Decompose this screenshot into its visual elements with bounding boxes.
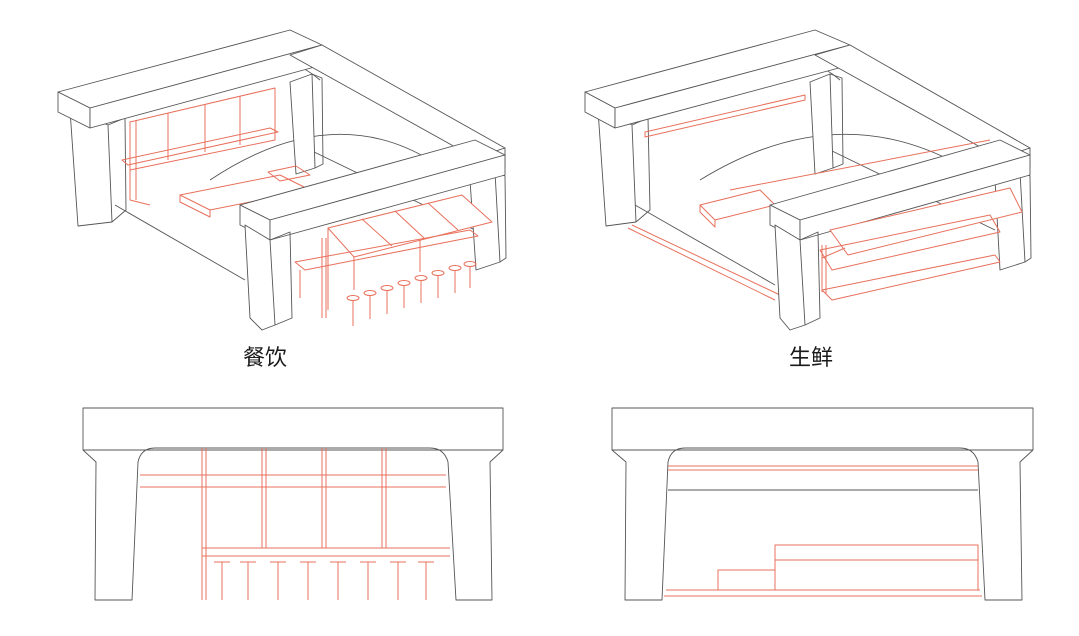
elevation-catering [82,407,504,601]
elevation-fresh [611,407,1034,601]
label-catering: 餐饮 [243,346,288,371]
axonometric-fresh [584,29,1032,331]
label-fresh: 生鲜 [789,346,834,371]
axonometric-catering [57,29,507,331]
